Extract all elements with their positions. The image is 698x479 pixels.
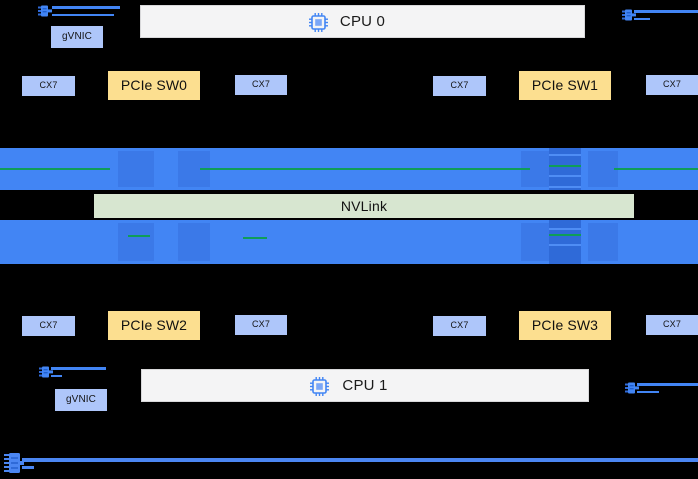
cx7-box-5[interactable]: CX7 xyxy=(235,315,287,335)
cx7-box-6[interactable]: CX7 xyxy=(433,316,486,336)
nic-link-line-bottom-left-lower xyxy=(51,375,62,377)
cpu-box-1[interactable]: CPU 1 xyxy=(141,369,589,402)
cpu-chip-icon xyxy=(309,13,328,32)
cx7-box-0[interactable]: CX7 xyxy=(22,76,75,96)
nic-icon-bottom-right xyxy=(625,381,639,395)
nic-link-line-top-right-lower xyxy=(634,18,650,20)
nic-link-line-top-left xyxy=(52,6,120,9)
cpu-box-0[interactable]: CPU 0 xyxy=(140,5,585,38)
gpu-ghost-lower-4 xyxy=(588,223,618,261)
pcie-switch-box-0[interactable]: PCIe SW0 xyxy=(108,71,200,100)
cx7-box-2[interactable]: CX7 xyxy=(433,76,486,96)
cx7-box-4[interactable]: CX7 xyxy=(22,316,75,336)
network-rail-line xyxy=(22,458,698,462)
nic-icon-top-right xyxy=(622,8,636,22)
cpu-chip-icon xyxy=(310,377,329,396)
gpu-ghost-upper-stack-line-2 xyxy=(549,175,581,177)
gpu-ghost-upper-4 xyxy=(588,151,618,187)
gpu-ghost-lower-stack xyxy=(549,220,581,264)
gpu-ghost-upper-stack-line-3 xyxy=(549,186,581,188)
pcie-switch-box-2[interactable]: PCIe SW2 xyxy=(108,311,200,340)
gvnic-box-top[interactable]: gVNIC xyxy=(51,26,103,48)
nvlink-trace-upper-left xyxy=(0,168,110,170)
gpu-ghost-upper-1 xyxy=(118,151,154,187)
gpu-ghost-lower-stack-line-2 xyxy=(549,244,581,246)
nic-icon-top-left xyxy=(38,4,52,18)
nic-link-line-bottom-right xyxy=(637,383,698,386)
gpu-row-lower-band xyxy=(0,220,698,264)
gpu-ghost-lower-1 xyxy=(118,223,154,261)
cpu-label-1: CPU 1 xyxy=(342,377,388,394)
nic-icon-rail xyxy=(4,452,24,474)
nvlink-trace-upper-stack xyxy=(549,165,581,167)
nvlink-trace-lower-1 xyxy=(128,235,150,237)
gpu-ghost-lower-3 xyxy=(521,223,551,261)
nvlink-trace-lower-2 xyxy=(243,237,267,239)
pcie-switch-box-1[interactable]: PCIe SW1 xyxy=(519,71,611,100)
gpu-row-upper-band xyxy=(0,148,698,190)
gvnic-box-bottom[interactable]: gVNIC xyxy=(55,389,107,411)
nic-link-line-bottom-left xyxy=(51,367,106,370)
nic-link-line-top-left-lower xyxy=(52,14,114,16)
nic-link-line-bottom-right-lower xyxy=(637,391,659,393)
nvlink-trace-upper-mid xyxy=(200,168,530,170)
gpu-ghost-lower-stack-line-1 xyxy=(549,228,581,230)
cpu-label-0: CPU 0 xyxy=(339,13,386,30)
nvlink-trace-lower-stack xyxy=(549,234,581,236)
nvlink-box[interactable]: NVLink xyxy=(94,194,634,218)
cx7-box-3[interactable]: CX7 xyxy=(646,75,698,95)
cx7-box-7[interactable]: CX7 xyxy=(646,315,698,335)
gpu-ghost-upper-stack-line-1 xyxy=(549,154,581,156)
nvlink-trace-upper-right xyxy=(614,168,698,170)
nic-icon-bottom-left xyxy=(39,365,53,379)
gpu-ghost-lower-2 xyxy=(178,223,210,261)
nic-link-line-top-right xyxy=(634,10,698,13)
pcie-switch-box-3[interactable]: PCIe SW3 xyxy=(519,311,611,340)
cx7-box-1[interactable]: CX7 xyxy=(235,75,287,95)
network-rail-line-lower xyxy=(22,466,34,469)
